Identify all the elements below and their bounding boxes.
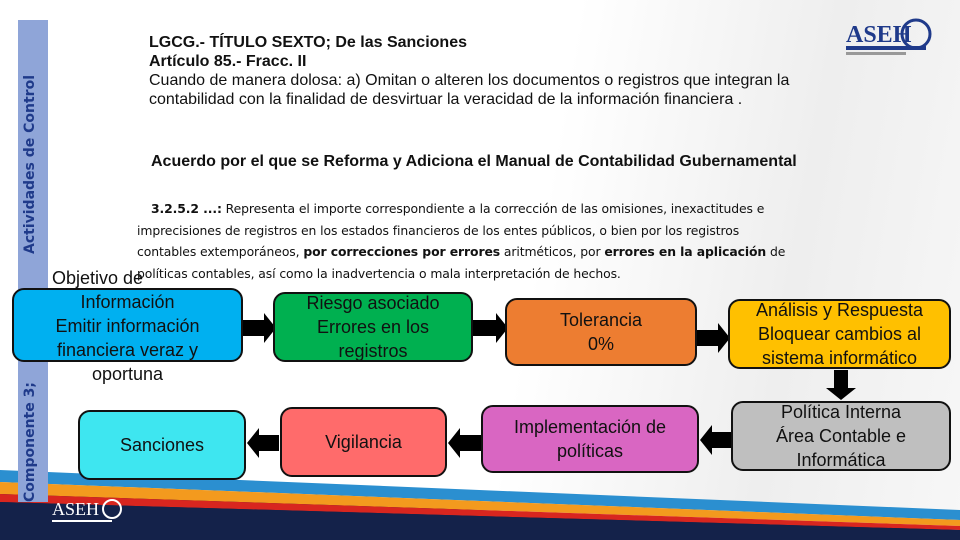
rule-p2: imprecisiones de registros en los estado… <box>137 222 740 238</box>
rule-p3a: contables extemporáneos, <box>137 244 304 259</box>
rule-p3e: de <box>766 244 786 259</box>
svg-text:ASEH: ASEH <box>52 499 99 519</box>
acuerdo-title: Acuerdo por el que se Reforma y Adiciona… <box>151 153 797 170</box>
objetivo-line: oportuna <box>91 364 164 384</box>
rule-p3d: errores en la aplicación <box>604 244 767 259</box>
box-line: 0% <box>587 334 614 354</box>
rule-text: 3.2.5.2 ...: Representa el importe corre… <box>137 198 785 284</box>
box-sanciones: Sanciones <box>78 410 246 480</box>
box-line: Bloquear cambios al <box>757 324 922 344</box>
objetivo-text: Objetivo de Información Emitir informaci… <box>12 266 243 386</box>
box-line: Sanciones <box>119 435 205 455</box>
objetivo-line: Información <box>80 292 175 312</box>
box-line: Informática <box>796 450 886 470</box>
box-line: políticas <box>556 441 624 461</box>
arrow-right-2 <box>472 313 508 343</box>
rule-code: 3.2.5.2 ...: <box>151 201 222 216</box>
header-line1: LGCG.- TÍTULO SEXTO; De las Sanciones <box>149 34 467 51</box>
box-line: Errores en los <box>316 317 430 337</box>
box-line: Análisis y Respuesta <box>755 300 924 320</box>
arrow-left-1 <box>700 425 732 455</box>
rule-p1: Representa el importe correspondiente a … <box>221 201 765 216</box>
box-implementacion: Implementación de políticas <box>481 405 699 473</box>
box-line: sistema informático <box>761 348 918 368</box>
arrow-down <box>826 370 856 400</box>
asehl-footer-logo: ASEH <box>52 499 122 522</box>
objetivo-title: Objetivo de <box>51 268 144 288</box>
box-vigilancia: Vigilancia <box>280 407 447 477</box>
objetivo-line: financiera veraz y <box>56 340 199 360</box>
header-line4: contabilidad con la finalidad de desvirt… <box>149 91 743 108</box>
rule-p3c: aritméticos, por <box>500 244 605 259</box>
rule-p4: políticas contables, así como la inadver… <box>137 265 621 281</box>
box-line: Implementación de <box>513 417 667 437</box>
rule-p3b: por correcciones por errores <box>303 244 501 259</box>
box-line: Política Interna <box>780 402 902 422</box>
arrow-right-1 <box>242 313 276 343</box>
box-line: Riesgo asociado <box>306 293 440 313</box>
box-objetivo <box>12 288 243 362</box>
header-text: LGCG.- TÍTULO SEXTO; De las Sanciones Ar… <box>149 33 789 109</box>
box-line: Vigilancia <box>325 432 402 452</box>
footer-banner <box>0 470 960 540</box>
sidebar-bar <box>18 20 48 502</box>
header-line3: Cuando de manera dolosa: a) Omitan o alt… <box>149 72 790 89</box>
arrow-right-3 <box>697 323 730 353</box>
arrow-left-3 <box>247 428 279 458</box>
box-tolerancia: Tolerancia 0% <box>505 298 697 366</box>
arrow-left-2 <box>448 428 482 458</box>
box-line: Tolerancia <box>559 310 643 330</box>
box-line: registros <box>338 341 408 361</box>
header-line2: Artículo 85.- Fracc. II <box>149 53 307 70</box>
box-line: Área Contable e <box>775 426 907 446</box>
objetivo-line: Emitir información <box>55 316 200 336</box>
asehl-logo: ASEH <box>846 18 932 55</box>
